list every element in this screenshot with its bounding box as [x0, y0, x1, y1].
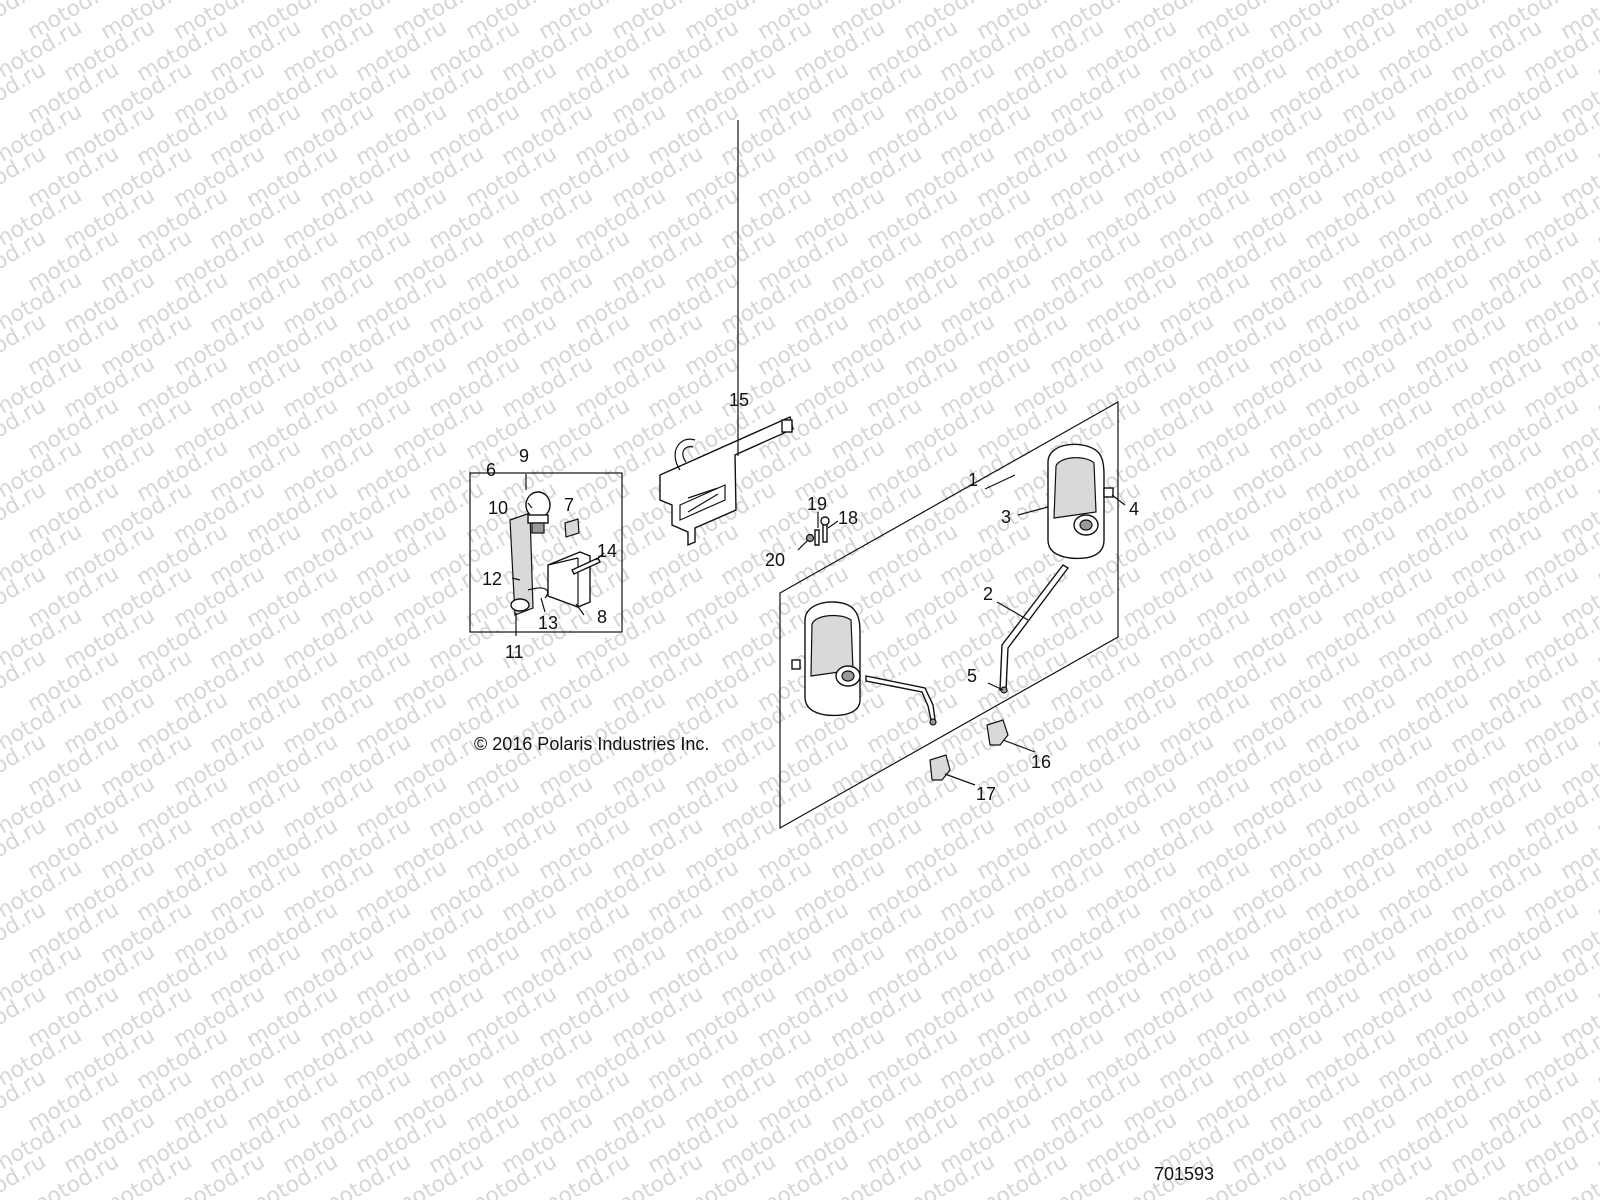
callout-11: 11	[505, 642, 524, 662]
bracket-part-15	[659, 416, 794, 547]
callout-20: 20	[765, 550, 785, 570]
callout-5: 5	[967, 666, 977, 686]
hitch-assembly-6	[509, 491, 601, 616]
callout-2: 2	[983, 584, 993, 604]
callout-13: 13	[538, 613, 558, 633]
callout-18: 18	[838, 508, 858, 528]
callout-3: 3	[1001, 507, 1011, 527]
mirror-left	[791, 601, 937, 726]
callout-15: 15	[729, 390, 749, 410]
callout-19: 19	[807, 494, 827, 514]
callout-17: 17	[976, 784, 996, 804]
callout-9: 9	[519, 446, 529, 466]
callout-7: 7	[564, 495, 574, 515]
callout-10: 10	[488, 498, 508, 518]
hardware-18-19-20	[805, 516, 830, 546]
nut-part-5	[1000, 686, 1008, 694]
callout-4: 4	[1129, 499, 1139, 519]
figure-number: 701593	[1154, 1164, 1214, 1184]
callout-6: 6	[486, 460, 496, 480]
kit-panel-1	[779, 400, 1119, 830]
kit-box-6	[469, 472, 623, 633]
leader-lines	[511, 120, 1126, 786]
callout-12: 12	[482, 569, 502, 589]
copyright-notice: © 2016 Polaris Industries Inc.	[474, 734, 709, 754]
callout-1: 1	[968, 470, 978, 490]
mirror-right-part-3	[1047, 443, 1114, 560]
callout-16: 16	[1031, 752, 1051, 772]
callout-8: 8	[597, 607, 607, 627]
callout-14: 14	[597, 541, 617, 561]
